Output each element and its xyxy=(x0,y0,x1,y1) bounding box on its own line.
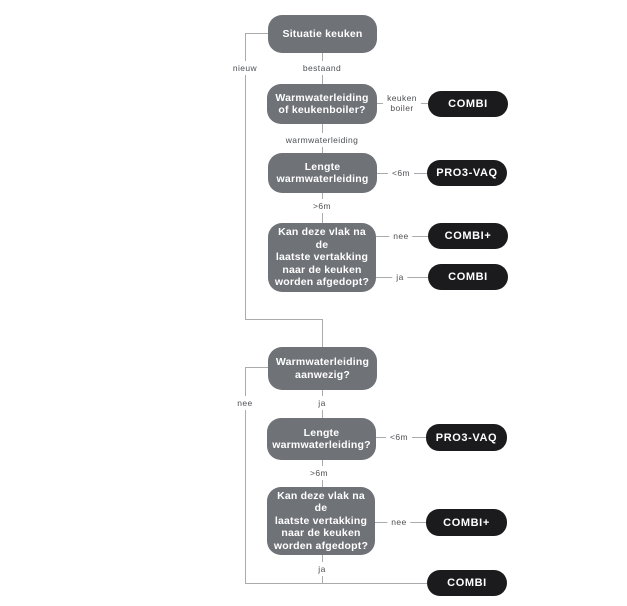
edge-label-bestaand: bestaand xyxy=(298,61,346,75)
edge-nieuw-path xyxy=(245,33,323,347)
edge-nee2-path xyxy=(245,367,427,584)
edge-label-nee-3: nee xyxy=(387,515,411,529)
edge-label-lt6m-1: <6m xyxy=(388,166,414,180)
edge-label-gt6m-2: >6m xyxy=(306,466,332,480)
edge-label-keuken-boiler: keuken boiler xyxy=(383,91,421,115)
edge-label-warmwaterleiding: warmwaterleiding xyxy=(281,133,363,147)
result-combi-3: COMBI xyxy=(427,570,507,596)
result-pro3vaq-2: PRO3-VAQ xyxy=(426,424,507,451)
node-lengte-warmwaterleiding-2: Lengte warmwaterleiding? xyxy=(267,418,376,460)
node-warmwaterleiding-aanwezig: Warmwaterleiding aanwezig? xyxy=(268,347,377,390)
edge-label-lt6m-2: <6m xyxy=(386,430,412,444)
edge-label-ja-2: ja xyxy=(314,396,330,410)
edge-label-nee-1: nee xyxy=(389,229,413,243)
result-combiplus-2: COMBI+ xyxy=(426,509,507,536)
node-situatie-keuken: Situatie keuken xyxy=(268,15,377,53)
result-combi-2: COMBI xyxy=(428,264,508,290)
result-pro3vaq-1: PRO3-VAQ xyxy=(427,160,507,186)
node-lengte-warmwaterleiding-1: Lengte warmwaterleiding xyxy=(268,153,377,193)
edge-label-ja-1: ja xyxy=(392,270,408,284)
edge-label-nieuw: nieuw xyxy=(228,61,262,75)
result-combi-1: COMBI xyxy=(428,91,508,117)
node-kan-afgedopt-2: Kan deze vlak na de laatste vertakking n… xyxy=(267,487,375,555)
edge-label-ja-3: ja xyxy=(314,562,330,576)
node-warmwaterleiding-of-keukenboiler: Warmwaterleiding of keukenboiler? xyxy=(267,84,377,124)
node-kan-afgedopt-1: Kan deze vlak na de laatste vertakking n… xyxy=(268,223,376,292)
edge-label-nee-2: nee xyxy=(233,396,257,410)
result-combiplus-1: COMBI+ xyxy=(428,223,508,249)
edge-label-gt6m-1: >6m xyxy=(309,199,335,213)
